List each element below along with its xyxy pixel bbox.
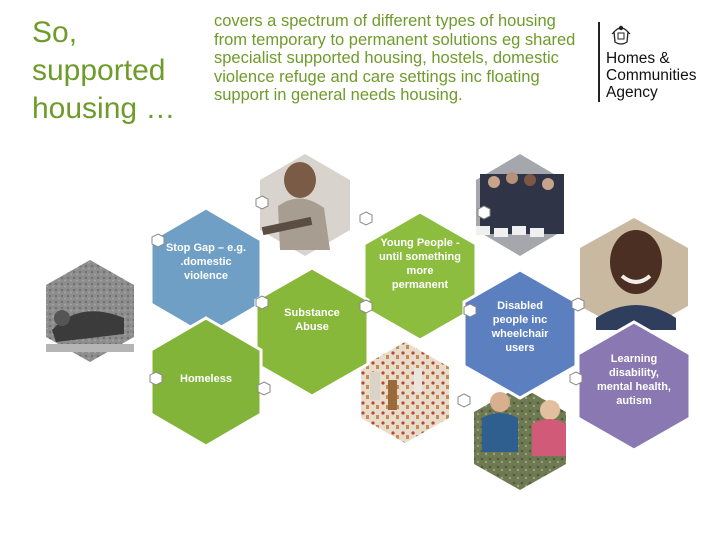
photo-gardening-group [474, 386, 566, 490]
royal-crest-icon [611, 25, 631, 45]
hex-young-people: Young People - until something more permane… [362, 210, 478, 342]
hex-learning-disability: Learning disability, mental health, autism [576, 320, 692, 452]
svg-text:Homeless: Homeless [180, 373, 232, 385]
hex-homeless: Homeless [149, 316, 263, 448]
hex-label-line: until something [379, 251, 461, 263]
hex-label-line: Learning [611, 353, 657, 365]
hex-label-line: violence [184, 270, 228, 282]
photo-smiling-young-man [580, 218, 688, 336]
hex-label-line: wheelchair [491, 328, 550, 340]
photo-pills-and-bottles [361, 342, 449, 443]
hex-label-line: people inc [493, 314, 547, 326]
photo-young-people-group [476, 154, 564, 256]
hex-label-line: more [407, 265, 434, 277]
hex-label-line: Young People - [380, 237, 460, 249]
hex-disabled-people: Disabled people inc wheelchair users [462, 268, 578, 400]
hex-label-line: autism [616, 395, 652, 407]
intro-text: covers a spectrum of different types of … [214, 12, 576, 105]
connector-hexagons [149, 195, 585, 408]
logo-divider [598, 22, 600, 102]
logo-text: Homes & Communities Agency [606, 50, 697, 101]
hex-label-line: Abuse [295, 321, 329, 333]
hex-label-line: mental health, [597, 381, 671, 393]
photo-seated-woman [260, 154, 350, 256]
hex-label-line: Disabled [497, 300, 543, 312]
hex-label-line: .domestic [180, 256, 231, 268]
photo-homeless-person [46, 260, 134, 362]
slide-title: So, supported housing … [32, 16, 176, 125]
agency-logo: Homes & Communities Agency [598, 22, 710, 104]
hex-label-line: Substance [284, 307, 340, 319]
hex-label-line: permanent [392, 279, 449, 291]
hex-label-line: users [505, 342, 534, 354]
hex-label-line: Homeless [180, 373, 232, 385]
hex-label-line: disability, [609, 367, 659, 379]
hex-label-line: Stop Gap – e.g. [166, 242, 246, 254]
